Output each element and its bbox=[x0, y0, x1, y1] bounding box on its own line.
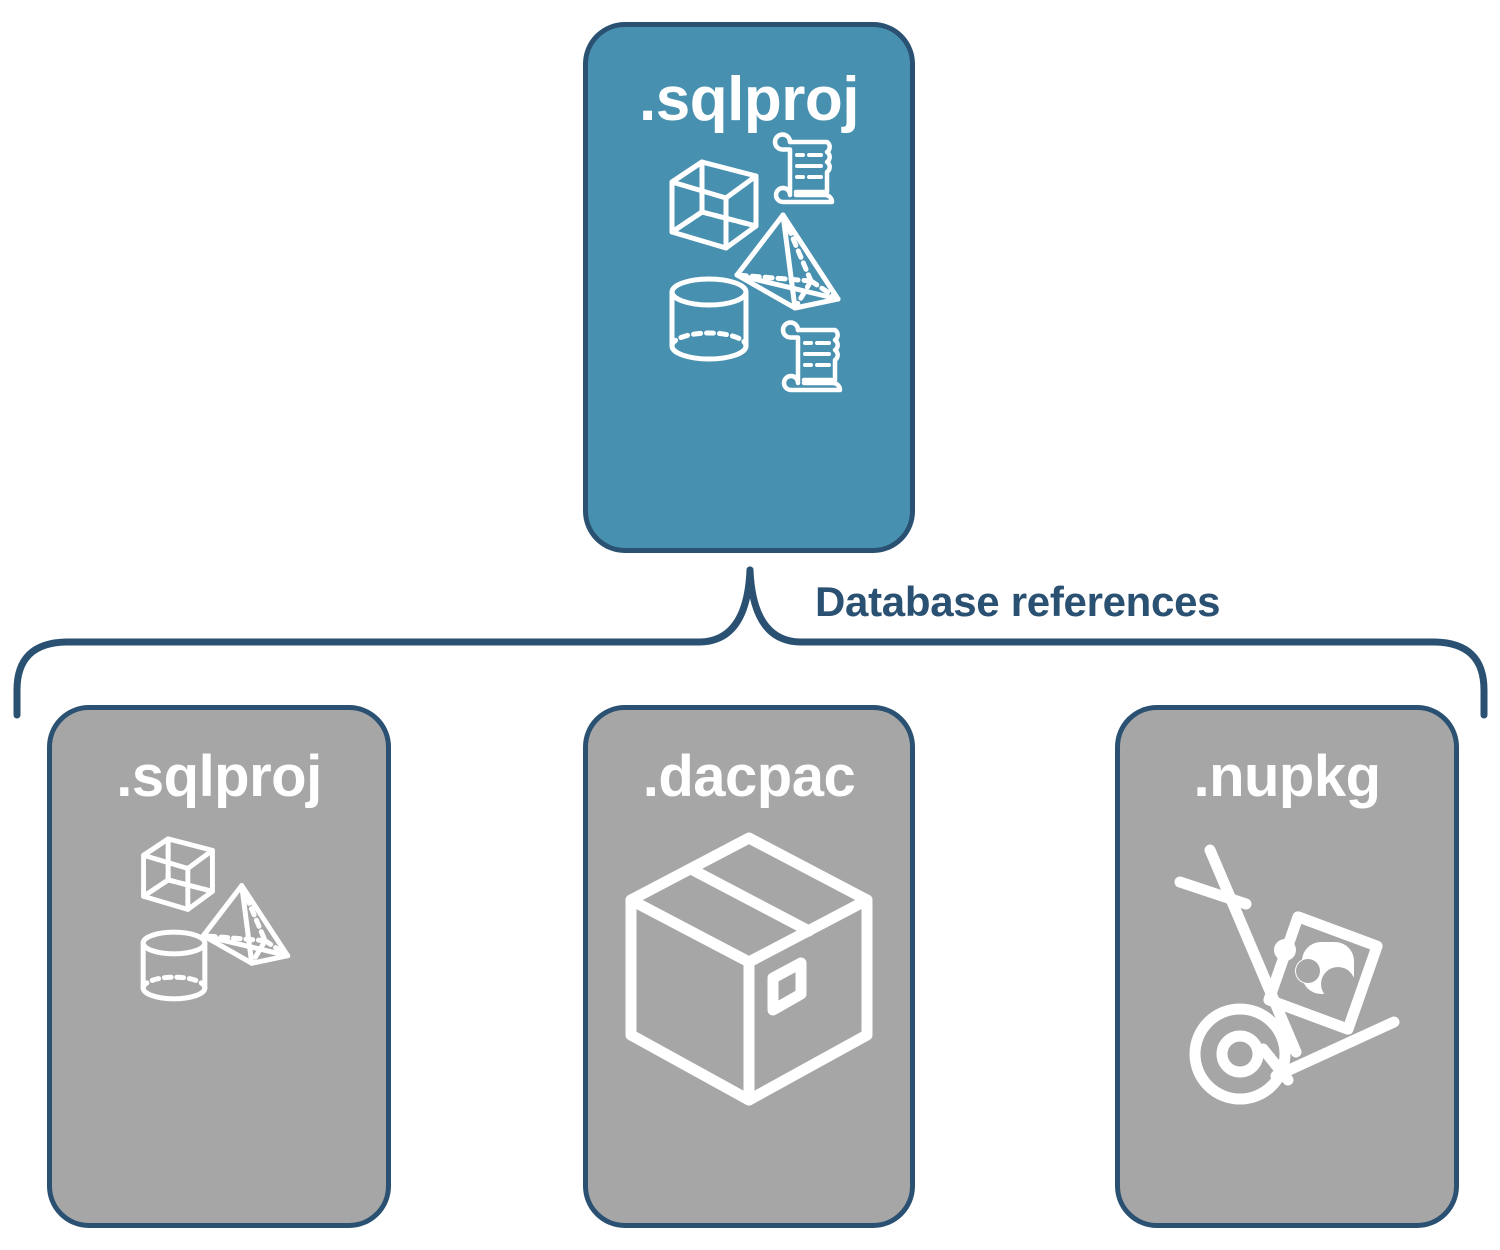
node-title: .nupkg bbox=[1193, 744, 1381, 809]
cube-wireframe-icon bbox=[141, 836, 215, 912]
bracket-connector bbox=[13, 566, 1488, 719]
node-card-sqlproj-root[interactable]: .sqlproj bbox=[583, 22, 915, 553]
package-box-icon bbox=[625, 832, 873, 1106]
node-title: .dacpac bbox=[642, 744, 856, 809]
node-icon-area bbox=[52, 806, 386, 1223]
scroll-icon bbox=[772, 132, 835, 205]
node-icon-area bbox=[588, 131, 910, 548]
node-icon-area bbox=[1120, 806, 1454, 1223]
connector-label: Database references bbox=[815, 578, 1221, 625]
cylinder-wireframe-icon bbox=[140, 929, 208, 1002]
hand-truck-nuget-icon bbox=[1174, 844, 1400, 1105]
node-icon-area bbox=[588, 806, 910, 1223]
node-card-nupkg[interactable]: .nupkg bbox=[1115, 705, 1459, 1228]
node-card-sqlproj-ref[interactable]: .sqlproj bbox=[47, 705, 391, 1228]
node-title: .sqlproj bbox=[116, 744, 322, 809]
pyramid-wireframe-icon bbox=[734, 212, 841, 311]
node-card-dacpac[interactable]: .dacpac bbox=[583, 705, 915, 1228]
cube-wireframe-icon bbox=[669, 159, 759, 251]
scroll-icon bbox=[780, 320, 843, 393]
pyramid-wireframe-icon bbox=[200, 883, 291, 966]
cylinder-wireframe-icon bbox=[669, 276, 749, 362]
node-title: .sqlproj bbox=[639, 65, 859, 134]
